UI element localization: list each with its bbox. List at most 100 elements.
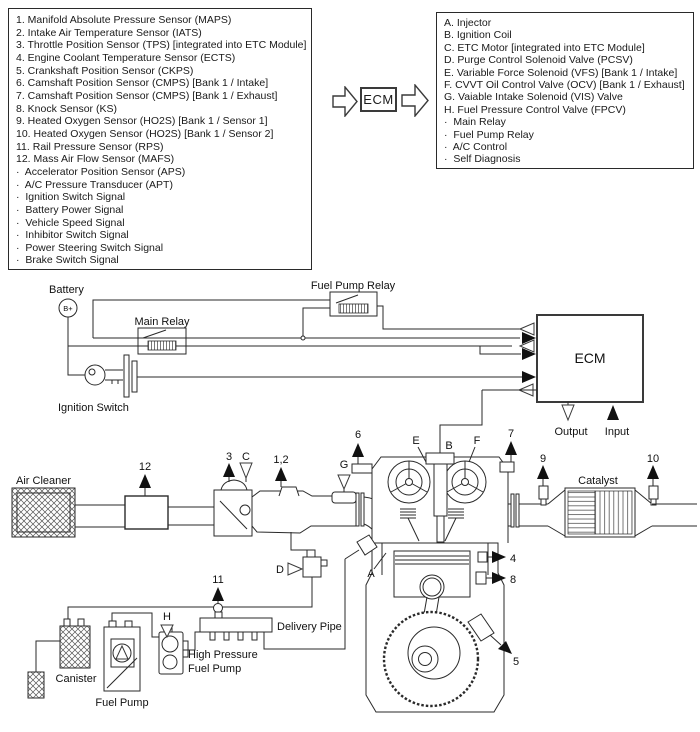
output-list-item: · Fuel Pump Relay [444,128,534,141]
ignition-key-head [84,364,106,386]
callout-4: 4 [510,553,516,565]
input-list-item: · Accelerator Position Sensor (APS) [16,165,186,178]
sensor-arrow-icon [223,463,235,477]
input-label: Input [605,426,629,438]
spark-plug [436,515,445,543]
ignition-switch: Ignition Switch [58,354,522,414]
input-list-item: 1. Manifold Absolute Pressure Sensor (MA… [16,14,232,26]
sensor-arrow-icon [352,443,364,457]
purge-system: D [67,532,328,619]
input-list-item: 10. Heated Oxygen Sensor (HO2S) [Bank 1 … [16,127,274,140]
output-list-item: · Main Relay [444,116,506,129]
intake-manifold: 1,2 G [251,454,392,542]
main-relay-label: Main Relay [134,316,190,328]
callout-6: 6 [355,429,361,441]
catalyst-label: Catalyst [578,475,618,487]
sensor-arrow-icon [498,641,512,654]
callout-H: H [163,611,171,623]
input-list-item: 7. Camshaft Position Sensor (CMPS) [Bank… [16,89,278,102]
input-list-item: 3. Throttle Position Sensor (TPS) [integ… [16,39,307,52]
output-legend-arrow-icon [561,404,575,422]
callout-C: C [242,451,250,463]
output-list-item: H. Fuel Pressure Control Valve (FPCV) [444,103,626,116]
sensor-arrow-icon [647,465,659,479]
ecm-box: ECM Output Input [439,314,644,453]
cmps-exhaust-sensor [499,461,515,473]
fuel-pump-label: Fuel Pump [95,697,148,709]
callout-B: B [445,440,452,452]
main-relay: Main Relay [134,316,190,355]
callout-E: E [412,435,419,447]
input-list-item: · Brake Switch Signal [16,254,119,267]
callout-11: 11 [212,574,223,586]
actuator-arrow-icon [160,624,174,639]
callout-F: F [474,435,481,447]
cmps-intake-sensor [351,463,373,474]
actuator-arrow-icon [337,474,351,491]
delivery-pipe: Delivery Pipe 11 [199,559,346,650]
callout-10: 10 [647,453,659,465]
callout-8: 8 [510,574,516,586]
input-list-item: · Inhibitor Switch Signal [16,229,129,242]
input-list-item: · Power Steering Switch Signal [16,241,164,254]
output-list-item: C. ETC Motor [integrated into ETC Module… [444,41,645,54]
hp-pump-label-line1: High Pressure [188,649,258,661]
output-list-item: D. Purge Control Solenoid Valve (PCSV) [444,54,633,67]
sensor-arrow-icon [537,465,549,479]
engine-schematic: Battery B+ Fuel Pump Relay Main Relay [0,275,700,732]
maps-iats-sensor [278,486,300,497]
pcsv-valve [302,556,322,578]
callout-G: G [340,459,349,471]
ecm-body [536,314,644,403]
callout-3: 3 [226,451,232,463]
output-list-item: B. Ignition Coil [444,29,512,42]
sensor-arrow-icon [212,587,224,601]
ecm-input-arrow-icon [522,348,536,360]
vapor-filter [27,671,45,699]
cylinder-head: 6 7 E B F [351,428,517,543]
output-list-item: G. Vaiable Intake Solenoid (VIS) Valve [444,91,623,104]
input-list-item: 12. Mass Air Flow Sensor (MAFS) [16,153,175,166]
output-list-item: F. CVVT Oil Control Valve (OCV) [Bank 1 … [444,79,685,92]
canister: Canister [27,618,97,699]
callout-9: 9 [540,453,546,465]
fuel-pump-relay: Fuel Pump Relay [311,280,521,330]
air-cleaner-body [11,487,76,538]
rail-pressure-sensor [213,603,223,613]
engine-schematic-svg: Battery B+ Fuel Pump Relay Main Relay [11,280,697,713]
exhaust-system: 9 Catalyst 10 [508,453,697,538]
sensor-arrow-icon [492,572,506,584]
fuel-pump-module: Fuel Pump [95,612,159,709]
input-list-item: 8. Knock Sensor (KS) [16,102,117,115]
input-list-item: 9. Heated Oxygen Sensor (HO2S) [Bank 1 /… [16,115,268,128]
output-list-item: A. Injector [444,17,492,29]
canister-body [59,625,91,669]
output-list-item: · Self Diagnosis [444,153,521,166]
input-list-item: 5. Crankshaft Position Sensor (CKPS) [16,64,194,77]
callout-1-2: 1,2 [273,454,288,466]
mafs-body [124,495,169,530]
catalyst: Catalyst [547,475,653,538]
callout-5: 5 [513,656,519,668]
callout-A: A [367,568,375,580]
output-label: Output [554,426,587,438]
input-list-item: · Vehicle Speed Signal [16,216,125,229]
input-legend-arrow-icon [607,405,619,420]
oxygen-sensor-downstream: 10 [647,453,659,506]
callout-D: D [276,564,284,576]
delivery-pipe-body [199,617,273,633]
ignition-coil [425,452,455,465]
ecm-input-arrow-icon [522,332,536,344]
fuel-pump-relay-label: Fuel Pump Relay [311,280,396,292]
ignition-switch-label: Ignition Switch [58,402,129,414]
ecm-output-arrow-icon [518,339,535,353]
input-list-item: · Battery Power Signal [16,203,124,216]
delivery-pipe-label: Delivery Pipe [277,621,342,633]
sensor-arrow-icon [139,474,151,488]
callout-12: 12 [139,461,151,473]
high-pressure-fuel-pump: H High Pressure Fuel Pump [158,611,258,675]
b-plus-label: B+ [63,304,73,313]
canister-label: Canister [56,673,97,685]
